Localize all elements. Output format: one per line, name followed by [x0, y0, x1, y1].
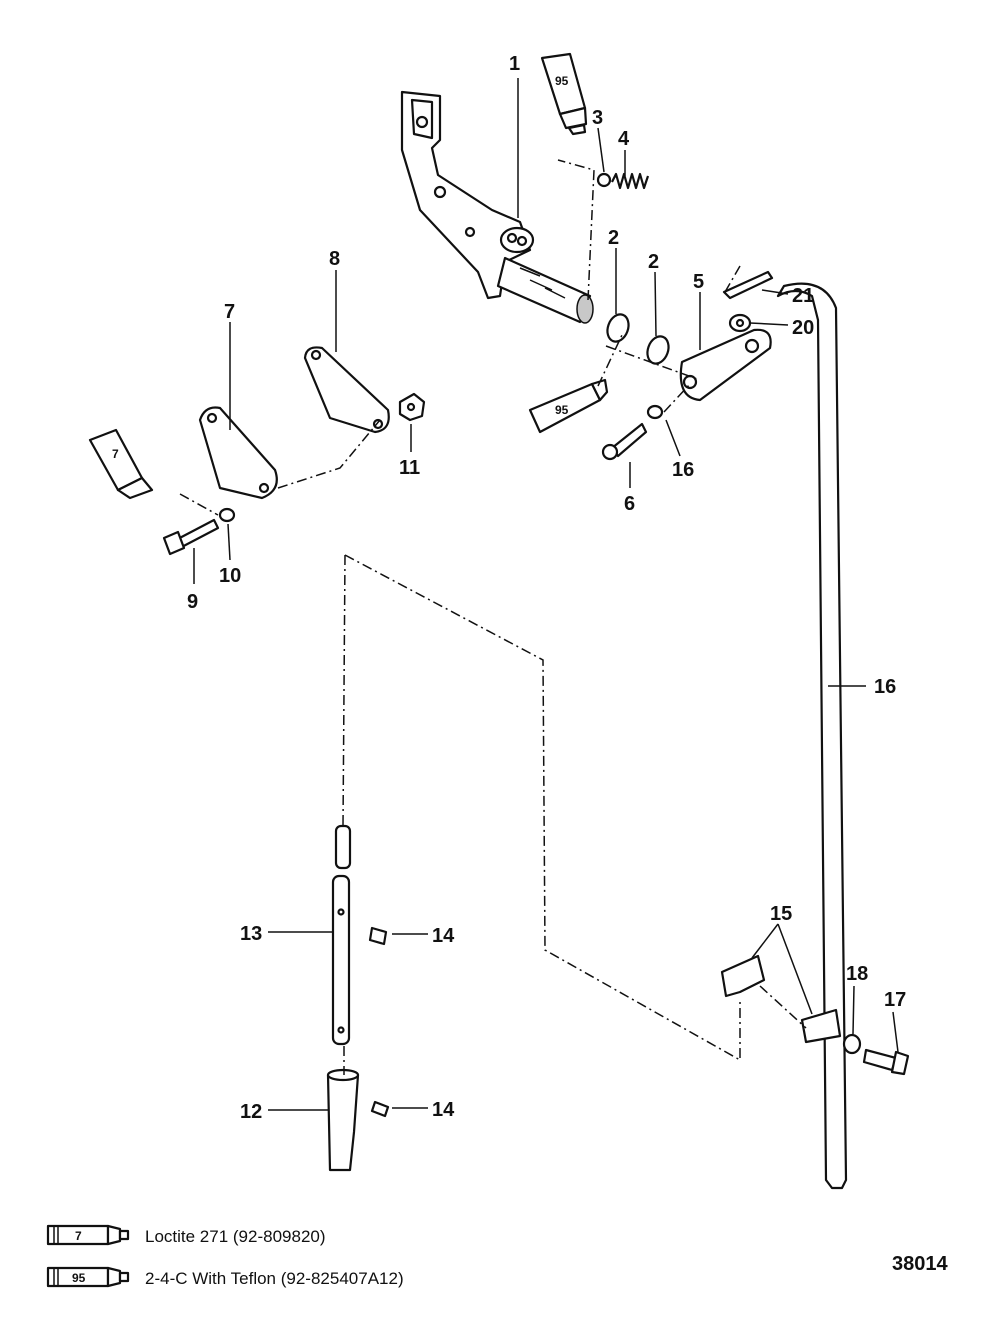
part-8-gasket [303, 346, 390, 434]
part-11-nut [398, 392, 426, 422]
legend-text-teflon: 2-4-C With Teflon (92-825407A12) [145, 1269, 404, 1288]
part-7-cover-plate [198, 406, 278, 500]
callout-17: 17 [884, 989, 906, 1011]
callout-12: 12 [240, 1101, 262, 1123]
callout-5: 5 [693, 271, 704, 293]
legend-text-loctite: Loctite 271 (92-809820) [145, 1227, 326, 1246]
callout-10: 10 [219, 565, 241, 587]
grease-tube-95-top: 95 [540, 52, 588, 136]
part-21-cotter-pin [722, 270, 774, 300]
callout-4: 4 [618, 128, 630, 150]
part-3-detent-ball [596, 172, 612, 188]
legend-item-loctite: 7 Loctite 271 (92-809820) [46, 1224, 326, 1246]
part-6-screw [601, 422, 648, 461]
assembly-lines [179, 159, 807, 1075]
callout-13: 13 [240, 923, 262, 945]
callout-14-lower: 14 [432, 1099, 455, 1121]
part-1-shift-lever [400, 90, 594, 324]
callout-6: 6 [624, 493, 635, 515]
callout-15: 15 [770, 903, 792, 925]
callout-1: 1 [509, 53, 520, 75]
callout-14-upper: 14 [432, 925, 455, 947]
part-16-lockwasher [646, 404, 664, 420]
part-9-bolt [162, 518, 220, 556]
grease-tube-95-middle: 95 [528, 378, 609, 434]
legend: 7 Loctite 271 (92-809820) 95 2-4-C With … [46, 1224, 404, 1288]
callout-8: 8 [329, 248, 340, 270]
part-18-washer [842, 1033, 862, 1055]
part-12-shift-shaft-coupler [326, 1068, 360, 1172]
loctite-tube-7: 7 [88, 428, 154, 500]
tube-label-95-middle: 95 [555, 403, 569, 417]
part-16-shift-rod [776, 282, 848, 1190]
callout-18: 18 [846, 963, 868, 985]
tube-label-7: 7 [112, 447, 119, 461]
part-14-pin-upper [368, 926, 388, 946]
legend-tube-7: 7 [75, 1229, 82, 1243]
part-2-o-ring-right [646, 335, 670, 365]
callout-9: 9 [187, 591, 198, 613]
callout-16-rod: 16 [874, 676, 896, 698]
part-4-detent-spring [611, 172, 650, 190]
callout-16-washer: 16 [672, 459, 694, 481]
callout-21: 21 [792, 285, 814, 307]
part-13-shift-shaft-upper [331, 824, 352, 1046]
part-14-pin-lower [370, 1100, 390, 1118]
leader-lines [193, 78, 899, 1111]
legend-tube-95: 95 [72, 1271, 86, 1285]
part-15-clamp-lower [800, 1008, 842, 1044]
callout-2-right: 2 [648, 251, 659, 273]
part-2-o-ring-left [606, 313, 630, 343]
part-17-bolt [862, 1048, 910, 1076]
callout-2-left: 2 [608, 227, 619, 249]
part-5-shift-arm [679, 328, 772, 402]
tube-label-95-top: 95 [555, 74, 569, 88]
callout-20: 20 [792, 317, 814, 339]
figure-number: 38014 [892, 1253, 948, 1275]
part-15-clamp-upper [720, 954, 766, 998]
part-20-washer [728, 313, 752, 333]
callout-3: 3 [592, 107, 603, 129]
callout-7: 7 [224, 301, 235, 323]
callout-11: 11 [399, 457, 420, 479]
part-10-washer [218, 507, 236, 523]
legend-item-teflon: 95 2-4-C With Teflon (92-825407A12) [46, 1266, 404, 1288]
callout-numbers: 1 3 4 2 2 5 21 20 16 6 7 8 11 9 10 16 13… [187, 53, 906, 1123]
